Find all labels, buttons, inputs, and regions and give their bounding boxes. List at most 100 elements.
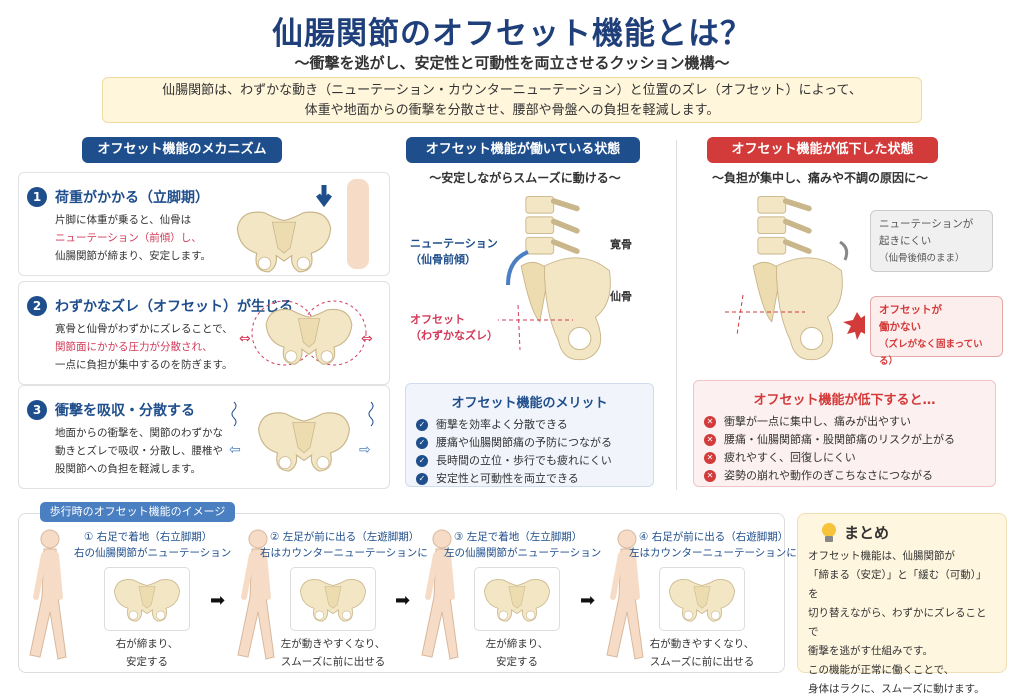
x-circle-icon: ✕ [704, 434, 716, 446]
risks-title: オフセット機能が低下すると… [753, 393, 936, 408]
summary-line: オフセット機能は、仙腸関節が [808, 550, 955, 562]
pelvis-absorb-illustration: ⇦⇨ [229, 401, 374, 472]
column-divider [676, 140, 677, 490]
pelvis-thumbnail [104, 567, 190, 631]
card-body: 片脚に体重が乗ると、仙骨は ニューテーション（前傾）し、 仙腸関節が締まり、安定… [55, 211, 255, 265]
body-line: 寛骨と仙骨がわずかにズレることで、 [55, 323, 233, 335]
mechanism-card-2: 2 わずかなズレ（オフセット）が生じる 寛骨と仙骨がわずかにズレることで、 関節… [18, 281, 390, 385]
step-title: ③ 左足で着地（左立脚期） [454, 531, 583, 543]
offset-label: オフセット （わずかなズレ） [410, 312, 498, 344]
intro-line: 仙腸関節は、わずかな動き（ニューテーション・カウンターニューテーション）と位置の… [162, 83, 862, 98]
intro-line: 体重や地面からの衝撃を分散させ、腰部や骨盤への負担を軽減します。 [304, 103, 720, 118]
next-arrow-icon: ➡ [580, 590, 596, 611]
card-body: 寛骨と仙骨がわずかにズレることで、 関節面にかかる圧力が分散され、 一点に負担が… [55, 320, 255, 374]
callout-text: ニューテーションが [879, 218, 974, 230]
step-description: 左はカウンターニューテーションに [629, 547, 797, 559]
callout-text: （仙骨後傾のまま） [879, 253, 965, 264]
label-subtext: （わずかなズレ） [410, 329, 498, 342]
x-circle-icon: ✕ [704, 470, 716, 482]
pelvis-thumbnail [659, 567, 745, 631]
callout-text: 働かない [879, 321, 921, 333]
risks-box: オフセット機能が低下すると… ✕ 衝撃が一点に集中し、痛みが出やすい ✕腰痛・仙腸… [693, 380, 996, 487]
caption-line: 安定する [496, 656, 538, 668]
nutation-label: ニューテーション（仙骨前傾） [410, 236, 498, 268]
walking-header: 歩行時のオフセット機能のイメージ [40, 502, 235, 522]
step-number: 2 [27, 296, 47, 316]
callout-text: 起きにくい [879, 235, 932, 247]
body-line: 地面からの衝撃を、関節のわずかな [55, 427, 223, 439]
merit-item: ✓ 衝撃を効率よく分散できる [416, 416, 643, 434]
check-icon: ✓ [416, 455, 428, 467]
spine-pelvis-working-illustration [498, 190, 628, 370]
walking-step-1: ① 右足で着地（右立脚期） 右の仙腸関節がニューテーション 右が締まり、安定する [22, 523, 231, 673]
caption-line: 右が動きやすくなり、 [649, 638, 755, 650]
svg-text:⇦: ⇦ [229, 442, 241, 458]
merit-item: ✓ 長時間の立位・歩行でも疲れにくい [416, 452, 643, 470]
walking-step-3: ③ 左足で着地（左立脚期） 左の仙腸関節がニューテーション 左が締まり、安定する [392, 523, 601, 673]
callout-text: オフセットが [879, 304, 942, 316]
label-text: ニューテーション [410, 237, 498, 250]
pelvis-thumbnail [290, 567, 376, 631]
summary-line: 「締まる（安定）」と「緩む（可動）」を [808, 569, 987, 600]
step-description: 左の仙腸関節がニューテーション [444, 547, 602, 559]
page-title: 仙腸関節のオフセット機能とは？ [272, 16, 752, 52]
callout-text: （ズレがなく固まっている） [879, 339, 983, 367]
risk-text: 姿勢の崩れや動作のぎこちなさにつながる [724, 469, 933, 482]
body-line: 片脚に体重が乗ると、仙骨は [55, 214, 192, 226]
spine-pelvis-reduced-illustration [725, 190, 865, 370]
svg-text:⇨: ⇨ [359, 442, 371, 458]
merit-item: ✓腰痛や仙腸関節痛の予防につながる [416, 434, 643, 452]
risk-item: ✕腰痛・仙腸関節痛・股関節痛のリスクが上がる [704, 431, 985, 449]
bone-label-2: 仙骨 [610, 290, 632, 303]
body-line: 仙腸関節が締まり、安定します。 [55, 250, 212, 262]
step-caption: 右が締まり、安定する [82, 635, 212, 671]
intro-box: 仙腸関節は、わずかな動き（ニューテーション・カウンターニューテーション）と位置の… [102, 77, 922, 123]
bone-label-1: 寛骨 [610, 238, 632, 251]
merits-box: オフセット機能のメリット ✓ 衝撃を効率よく分散できる ✓腰痛や仙腸関節痛の予防に… [405, 383, 654, 487]
step-caption: 左が動きやすくなり、スムーズに前に出せる [268, 635, 398, 671]
body-line-highlight: 関節面にかかる圧力が分散され、 [55, 341, 213, 353]
pelvis-offset-illustration: ⇔⇔ [239, 300, 373, 366]
x-circle-icon: ✕ [704, 416, 716, 428]
working-header: オフセット機能が働いている状態 [406, 137, 640, 163]
caption-line: 右が締まり、 [115, 638, 179, 650]
step-description: 右はカウンターニューテーションに [260, 547, 428, 559]
merit-text: 衝撃を効率よく分散できる [436, 418, 568, 431]
merits-title: オフセット機能のメリット [451, 396, 608, 411]
pelvis-thumbnail [474, 567, 560, 631]
summary-line: 切り替えながら、わずかにズレることで [808, 607, 987, 638]
card-heading: わずかなズレ（オフセット）が生じる [55, 299, 293, 315]
step-title: ④ 右足が前に出る（右遊脚期） [639, 531, 789, 543]
step-description: 右の仙腸関節がニューテーション [74, 547, 232, 559]
card-body: 地面からの衝撃を、関節のわずかな 動きとズレで吸収・分散し、腰椎や 股関節への負… [55, 424, 255, 478]
caption-line: 安定する [126, 656, 168, 668]
reduced-subtitle: 〜負担が集中し、痛みや不調の原因に〜 [711, 171, 928, 185]
pelvis-load-illustration [236, 179, 369, 273]
summary-body: オフセット機能は、仙腸関節が 「締まる（安定）」と「緩む（可動）」を 切り替えな… [808, 547, 996, 699]
reduced-header: オフセット機能が低下した状態 [707, 137, 938, 163]
callout-no-nutation: ニューテーションが起きにくい （仙骨後傾のまま） [870, 210, 993, 272]
page-subtitle: 〜衝撃を逃がし、安定性と可動性を両立させるクッション機構〜 [294, 54, 730, 72]
risk-item: ✕ 姿勢の崩れや動作のぎこちなさにつながる [704, 467, 985, 485]
caption-line: 左が動きやすくなり、 [280, 638, 386, 650]
check-icon: ✓ [416, 473, 428, 485]
label-text: オフセット [410, 313, 465, 326]
merit-text: 長時間の立位・歩行でも疲れにくい [436, 454, 612, 467]
x-circle-icon: ✕ [704, 452, 716, 464]
risk-text: 疲れやすく、回復しにくい [724, 451, 856, 464]
svg-text:⇔: ⇔ [361, 331, 373, 347]
step-number: 1 [27, 187, 47, 207]
walking-step-2: ② 左足が前に出る（左遊脚期） 右はカウンターニューテーションに 左が動きやすく… [208, 523, 428, 673]
walking-person-figure [22, 527, 72, 667]
mechanism-header: オフセット機能のメカニズム [82, 137, 282, 163]
risk-text: 衝撃が一点に集中し、痛みが出やすい [724, 415, 911, 428]
summary-line: この機能が正常に働くことで、 [808, 664, 955, 676]
risk-item: ✕ 衝撃が一点に集中し、痛みが出やすい [704, 413, 985, 431]
check-icon: ✓ [416, 419, 428, 431]
next-arrow-icon: ➡ [210, 590, 226, 611]
working-subtitle: 〜安定しながらスムーズに動ける〜 [429, 171, 621, 185]
merit-item: ✓安定性と可動性を両立できる [416, 470, 643, 488]
caption-line: スムーズに前に出せる [649, 656, 755, 668]
callout-no-offset: オフセットが働かない （ズレがなく固まっている） [870, 296, 1003, 367]
body-line-highlight: ニューテーション（前傾）し、 [55, 232, 202, 244]
